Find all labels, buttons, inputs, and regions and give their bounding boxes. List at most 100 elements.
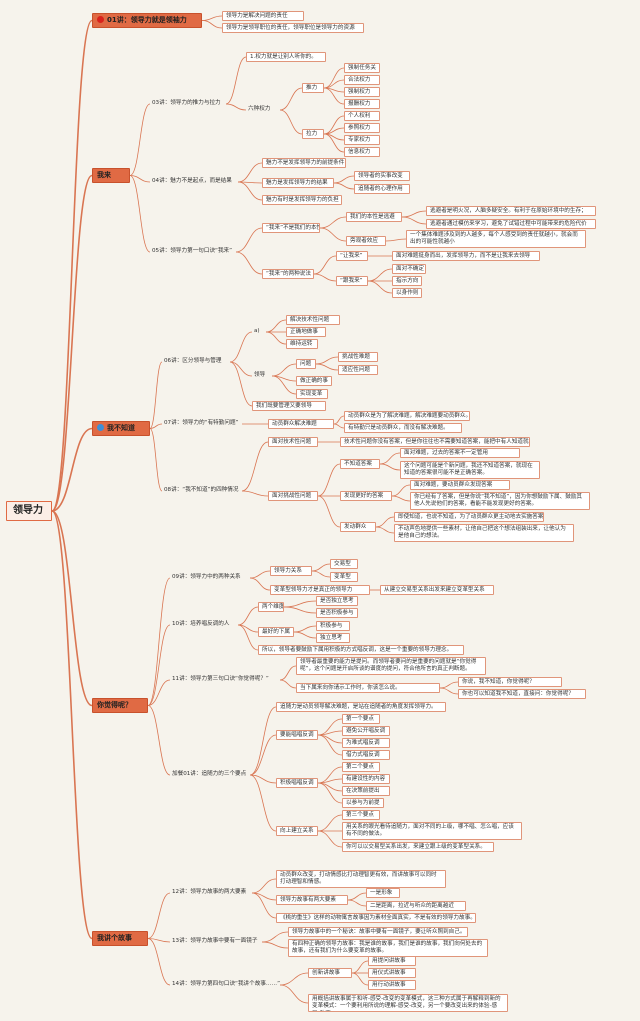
- node-d3211[interactable]: 面对难题，过去的答案不一定管用: [400, 448, 520, 458]
- node-e112[interactable]: 变革型: [330, 572, 358, 582]
- node-b11[interactable]: 1.权力就是让别人听你的。: [246, 52, 326, 62]
- chapter-gushi-node[interactable]: 我讲个故事: [92, 931, 148, 946]
- node-b1223[interactable]: 专家权力: [344, 135, 380, 145]
- node-b1224[interactable]: 信息权力: [344, 147, 380, 157]
- node-d322[interactable]: 发现更好的答案: [340, 491, 392, 501]
- node-b121[interactable]: 推力: [302, 83, 324, 93]
- node-e31[interactable]: 领导者最重要的能力是提问。而领导者要问的是重要的问题就是“你觉得呢”，这个问题是…: [296, 657, 486, 675]
- node-b21[interactable]: 魅力不是发挥领导力的前提条件: [262, 158, 346, 168]
- chapter-wolai-node[interactable]: 我来: [92, 168, 130, 183]
- node-d11[interactable]: a): [254, 328, 260, 334]
- node-d111[interactable]: 解决技术性问题: [286, 315, 340, 325]
- node-b322[interactable]: “跟我来”: [336, 276, 368, 286]
- node-b221[interactable]: 领导者的实事改变: [354, 171, 410, 181]
- node-a1[interactable]: 领导力是解决问题的责任: [222, 11, 304, 21]
- node-f312[interactable]: 用仪式讲故事: [368, 968, 416, 978]
- node-b2[interactable]: 04讲：魅力不是起点，而是结果: [152, 178, 232, 184]
- node-b3211[interactable]: 面对难题挺身而出，发挥领导力，而不是让我来去领导: [392, 251, 540, 261]
- node-f2[interactable]: 13讲：领导力故事中要有一面镜子: [172, 938, 258, 944]
- node-e322[interactable]: 你也可以知道我不知道，直接问：你觉得呢？: [458, 689, 586, 699]
- node-e432[interactable]: 有建设性的内容: [342, 774, 390, 784]
- node-d1212[interactable]: 适应性问题: [338, 365, 378, 375]
- node-b3[interactable]: 05讲：领导力第一句口诀“我来”: [152, 248, 233, 254]
- node-f12[interactable]: 领导力故事有两大要素: [276, 895, 348, 905]
- node-f22[interactable]: 有四种正确的领导力故事：我是谁的故事，我们是谁的故事，我们向何处去的故事，还有我…: [288, 939, 488, 957]
- node-d13[interactable]: 我们既要管理又要领导: [252, 401, 326, 411]
- node-b23[interactable]: 魅力有时是发挥领导力的负担: [262, 195, 342, 205]
- node-e433[interactable]: 在决策前提出: [342, 786, 390, 796]
- node-e11[interactable]: 领导力关系: [270, 566, 312, 576]
- node-e44[interactable]: 向上建立关系: [276, 826, 318, 836]
- node-d1211[interactable]: 挑战性难题: [338, 352, 378, 362]
- node-d31[interactable]: 面对技术性问题: [268, 437, 318, 447]
- node-e423[interactable]: 为难式唱反调: [342, 738, 390, 748]
- node-f11[interactable]: 动员群众改变，打动情感比打动理智更有效，而讲故事可以同时打动理智和情感。: [276, 870, 446, 888]
- node-e4[interactable]: 加餐01讲：追随力的三个要点: [172, 771, 247, 777]
- node-f32[interactable]: 用概括讲故事属于和听-感受-改变的变革模式，这三种方式属于再解释到新的变革模式：…: [308, 994, 508, 1012]
- node-b1221[interactable]: 个人权利: [344, 111, 380, 121]
- node-b1212[interactable]: 合法权力: [344, 75, 380, 85]
- node-e42[interactable]: 要能唱唱反调: [276, 730, 318, 740]
- node-b3121[interactable]: 一个集体难题涉及到的人越多，每个人感受到的责任就越小，就会而出的可能性就越小: [406, 230, 586, 248]
- node-b1211[interactable]: 强制任务关: [344, 63, 380, 73]
- node-e12[interactable]: 变革型领导力才是真正的领导力: [270, 585, 370, 595]
- node-e442[interactable]: 用关系的眼光看待追随力，面对不同的上级，哪不唱、怎么唱，应该有不同的做法。: [342, 822, 522, 840]
- node-f31[interactable]: 创新讲故事: [308, 968, 352, 978]
- node-d321[interactable]: 不知道答案: [340, 459, 380, 469]
- node-d21[interactable]: 动员群众解决难题: [268, 419, 334, 429]
- node-e422[interactable]: 避免公开唱反调: [342, 726, 390, 736]
- node-e211[interactable]: 是否独立思考: [316, 596, 358, 606]
- node-b32[interactable]: “我来”的两种说法: [262, 269, 314, 279]
- node-b31[interactable]: “我来”不是我们的本性: [262, 223, 320, 233]
- node-d3232[interactable]: 不动声色地提供一些素材，让他自己把这个想法组装出来，让他认为是他自己的想法。: [394, 524, 574, 542]
- chapter-nijuedene-node[interactable]: 你觉得呢？: [92, 698, 148, 713]
- node-d32[interactable]: 面对挑战性问题: [268, 491, 318, 501]
- node-e23[interactable]: 所以，领导者要鼓励下属用积极的方式唱反调，这是一个重要的领导力理念。: [258, 645, 464, 655]
- root-node[interactable]: 领导力: [6, 501, 52, 521]
- node-e32[interactable]: 当下属来向你请示工作时，你该怎么说。: [296, 683, 440, 693]
- chapter-01-node[interactable]: 01讲：领导力就是领袖力: [92, 13, 202, 28]
- node-d12[interactable]: 领导: [254, 372, 266, 378]
- node-d113[interactable]: 维持运转: [286, 339, 318, 349]
- node-e111[interactable]: 交易型: [330, 559, 358, 569]
- node-e43[interactable]: 积极唱唱反调: [276, 778, 318, 788]
- node-d1[interactable]: 06讲：区分领导与管理: [164, 358, 222, 364]
- node-d2[interactable]: 07讲：领导力的“有特勤问题”: [164, 420, 239, 426]
- node-e212[interactable]: 是否积极参与: [316, 608, 358, 618]
- node-d211[interactable]: 动员群众是为了解决难题，解决难题要动员群众。: [344, 411, 470, 421]
- node-b3222[interactable]: 指示方向: [392, 276, 422, 286]
- node-b3111[interactable]: 逃避者是明火况，人脑多疑安全。有利于在原始环境中的生存；: [426, 206, 596, 216]
- node-f122[interactable]: 二是距离，拉近与听众的距离越近: [366, 901, 466, 911]
- node-b321[interactable]: “让我来”: [336, 251, 368, 261]
- node-d112[interactable]: 正确地做事: [286, 327, 326, 337]
- node-b1214[interactable]: 报酬权力: [344, 99, 380, 109]
- node-d3212[interactable]: 这个问题可能是个新问题，我还不知道答案，就现在知道的答案很可能不是正确答案。: [400, 461, 540, 479]
- node-e434[interactable]: 以参与为前提: [342, 798, 384, 808]
- node-a2[interactable]: 领导力是领导职位的责任，领导职位是领导力的资源: [222, 23, 364, 33]
- node-d3222[interactable]: 你已经有了答案，但是你说“我不知道”，因为你想鼓励下属、鼓励其他人先说他们的答案…: [410, 492, 590, 510]
- node-e443[interactable]: 你可以以交易型关系出发，来建立跟上级的变革型关系。: [342, 842, 494, 852]
- node-f1[interactable]: 12讲：领导力故事的两大要素: [172, 889, 247, 895]
- node-f3[interactable]: 14讲：领导力第四句口诀“我讲个故事……”: [172, 981, 280, 987]
- node-e41[interactable]: 追随力是动员领导解决难题，是站在追随者的角度发挥领导力。: [276, 702, 446, 712]
- node-e424[interactable]: 借力式唱反调: [342, 750, 390, 760]
- node-d311[interactable]: 技术性问题你没有答案，但是你往往也不需要知道答案，能把中有人知道就行: [340, 437, 530, 447]
- node-d122[interactable]: 做正确的事: [296, 376, 332, 386]
- node-e431[interactable]: 第二个要点: [342, 762, 380, 772]
- node-e2[interactable]: 10讲：培养唱反调的人: [172, 621, 230, 627]
- node-e3[interactable]: 11讲：领导力第三句口诀“你觉得呢？”: [172, 676, 269, 682]
- node-d3[interactable]: 08讲：“我不知道”的四种情况: [164, 487, 239, 493]
- node-b1222[interactable]: 参照权力: [344, 123, 380, 133]
- node-f311[interactable]: 用提问讲故事: [368, 956, 416, 966]
- node-b122[interactable]: 拉力: [302, 129, 324, 139]
- node-e222[interactable]: 独立思考: [316, 633, 350, 643]
- node-b3112[interactable]: 逃避者通过模仿来学习，避免了试错过程中可能带来的危险代价: [426, 219, 596, 229]
- node-d3221[interactable]: 面对难题，要动员群众发现答案: [410, 480, 510, 490]
- node-b1[interactable]: 03讲：领导力的推力与拉力: [152, 100, 221, 106]
- node-e321[interactable]: 你说，我不知道，你觉得呢？: [458, 677, 562, 687]
- node-b311[interactable]: 我们的本性是逃避: [346, 212, 402, 222]
- node-b3221[interactable]: 面对不确定: [392, 264, 426, 274]
- node-d3231[interactable]: 即使知道，也说不知道，为了动员群众更主动地去实施答案: [394, 512, 544, 522]
- node-b312[interactable]: 旁观者效应: [346, 236, 386, 246]
- node-e221[interactable]: 积极参与: [316, 621, 350, 631]
